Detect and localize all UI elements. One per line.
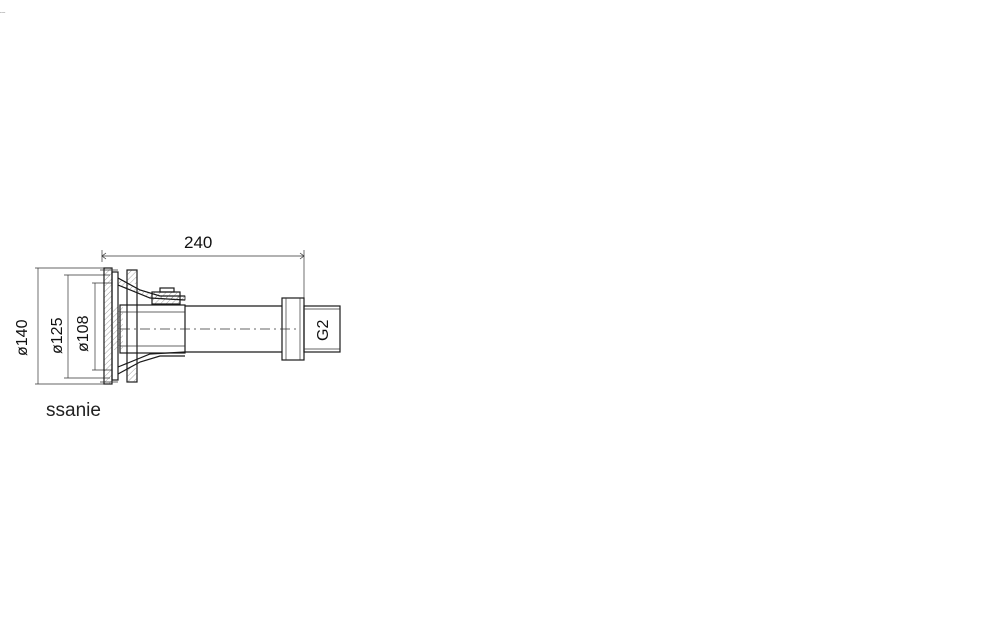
suction-caption: ssanie [46,400,101,421]
suction-fitting-drawing: 240 ø140 ø125 ø108 [14,233,341,385]
length-dimension-label: 240 [184,233,212,252]
inner-diameter-label: ø108 [75,315,92,352]
thread-label: G2 [315,320,332,341]
flange-diameter-label: ø125 [49,317,66,354]
outer-diameter-label: ø140 [14,319,31,356]
variant-drawing-panel-1: ---- [0,9,6,14]
